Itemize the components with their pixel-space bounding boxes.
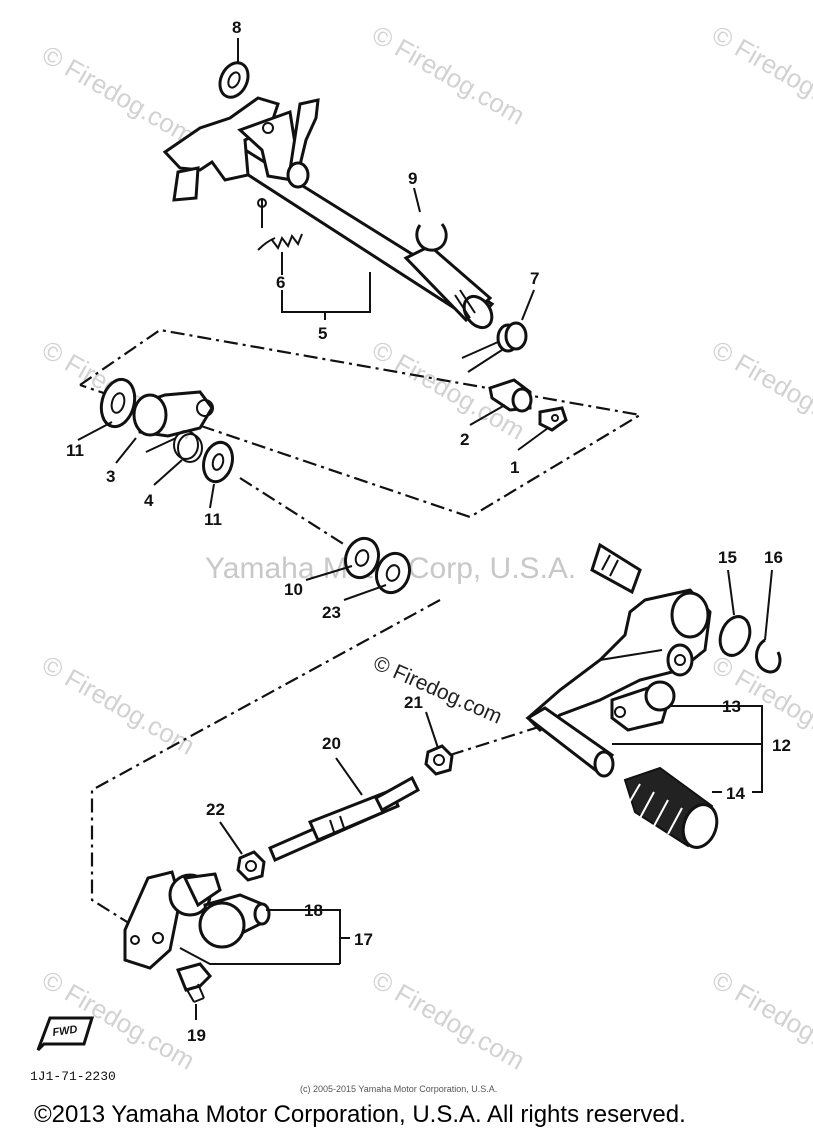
- joint-18-ball: [198, 901, 246, 949]
- footpeg-end: [593, 750, 615, 778]
- washer-11-lower: [202, 440, 234, 484]
- pedal-pivot-boss: [670, 591, 710, 639]
- shift-arm-body: [162, 96, 280, 182]
- callout-5: 5: [318, 324, 327, 343]
- footpeg-rubber-14: [623, 766, 719, 849]
- callout-21: 21: [404, 693, 423, 712]
- shift-pedal: [525, 542, 782, 849]
- callout-23: 23: [322, 603, 341, 622]
- joint-13-ball: [644, 680, 676, 712]
- nut-21: [424, 744, 454, 776]
- washers-mid: [343, 536, 412, 595]
- watermark: © Firedog.com: [37, 39, 200, 150]
- alignment-line: [239, 477, 346, 546]
- shift-arm-roller: [286, 161, 310, 189]
- assembly-outlines: [79, 328, 644, 931]
- callout-15: 15: [718, 548, 737, 567]
- diagram-code: 1J1-71-2230: [30, 1069, 116, 1084]
- spring-7: [461, 321, 528, 373]
- callout-16: 16: [764, 548, 783, 567]
- callout-11-upper: 11: [66, 441, 84, 460]
- copyright-notice: ©2013 Yamaha Motor Corporation, U.S.A. A…: [34, 1101, 686, 1128]
- watermark: © Firedog.com: [707, 334, 813, 445]
- washer-11-upper: [99, 377, 137, 429]
- leader-lines: [77, 38, 773, 1020]
- callout-4: 4: [144, 491, 154, 510]
- watermark: © Firedog.com: [707, 964, 813, 1075]
- washer-23: [374, 551, 412, 595]
- watermark: © Firedog.com: [367, 964, 530, 1075]
- callout-7: 7: [530, 269, 539, 288]
- callout-8: 8: [232, 18, 241, 37]
- fwd-arrow-icon: FWD: [36, 1016, 95, 1052]
- watermark: © Firedog.com: [367, 19, 530, 130]
- alignment-line: [449, 723, 546, 757]
- shift-rod-group: [236, 744, 454, 882]
- small-print: (c) 2005-2015 Yamaha Motor Corporation, …: [300, 1084, 497, 1094]
- callout-20: 20: [322, 734, 341, 753]
- callout-12: 12: [772, 736, 791, 755]
- bolt-19: [175, 962, 213, 1003]
- lower-lever: [123, 870, 182, 970]
- spring-4: [145, 430, 203, 463]
- callout-9: 9: [408, 169, 417, 188]
- circlip-16: [755, 638, 782, 674]
- overlay-watermark: © Firedog.com: [370, 652, 505, 729]
- callout-1: 1: [510, 458, 519, 477]
- fwd-label: FWD: [52, 1024, 79, 1039]
- washer-15: [718, 615, 752, 657]
- callout-14: 14: [726, 784, 745, 803]
- callout-6: 6: [276, 273, 285, 292]
- return-spring: [257, 198, 303, 251]
- shift-pedal-arm: [525, 588, 712, 732]
- washer-10: [343, 536, 381, 580]
- callout-17: 17: [354, 930, 373, 949]
- lower-assembly-outline: [90, 599, 441, 931]
- callout-2: 2: [460, 430, 469, 449]
- clip-1: [538, 406, 568, 432]
- footpeg-shaft-12: [525, 706, 615, 775]
- shift-shaft-stub: [590, 542, 642, 595]
- callouts: 1 2 3 4 5 6 7 8 9 10 11 11 12 13 14 15 1…: [66, 18, 791, 1045]
- shift-cam-cluster: [99, 377, 234, 484]
- upper-assembly-outline: [79, 328, 644, 519]
- pedal-rod-boss: [666, 643, 694, 677]
- callout-10: 10: [284, 580, 303, 599]
- shift-shaft: [162, 61, 495, 330]
- callout-22: 22: [206, 800, 225, 819]
- callout-19: 19: [187, 1026, 206, 1045]
- shift-components-right: [461, 321, 568, 432]
- callout-3: 3: [106, 467, 115, 486]
- circlip-9: [415, 223, 448, 252]
- callout-11-lower: 11: [204, 510, 222, 529]
- pin-2: [488, 378, 533, 413]
- shift-arm-boss: [172, 166, 200, 202]
- shift-shaft-tip: [462, 294, 494, 330]
- washer-8: [218, 61, 250, 99]
- callout-13: 13: [722, 697, 741, 716]
- callout-18: 18: [304, 901, 323, 920]
- lower-joint-group: [123, 870, 271, 1003]
- shift-rod-20: [268, 775, 420, 862]
- nut-22: [236, 850, 266, 882]
- shift-arm-hook: [288, 98, 320, 173]
- watermark: © Firedog.com: [707, 19, 813, 130]
- shift-cam-hub: [132, 393, 168, 437]
